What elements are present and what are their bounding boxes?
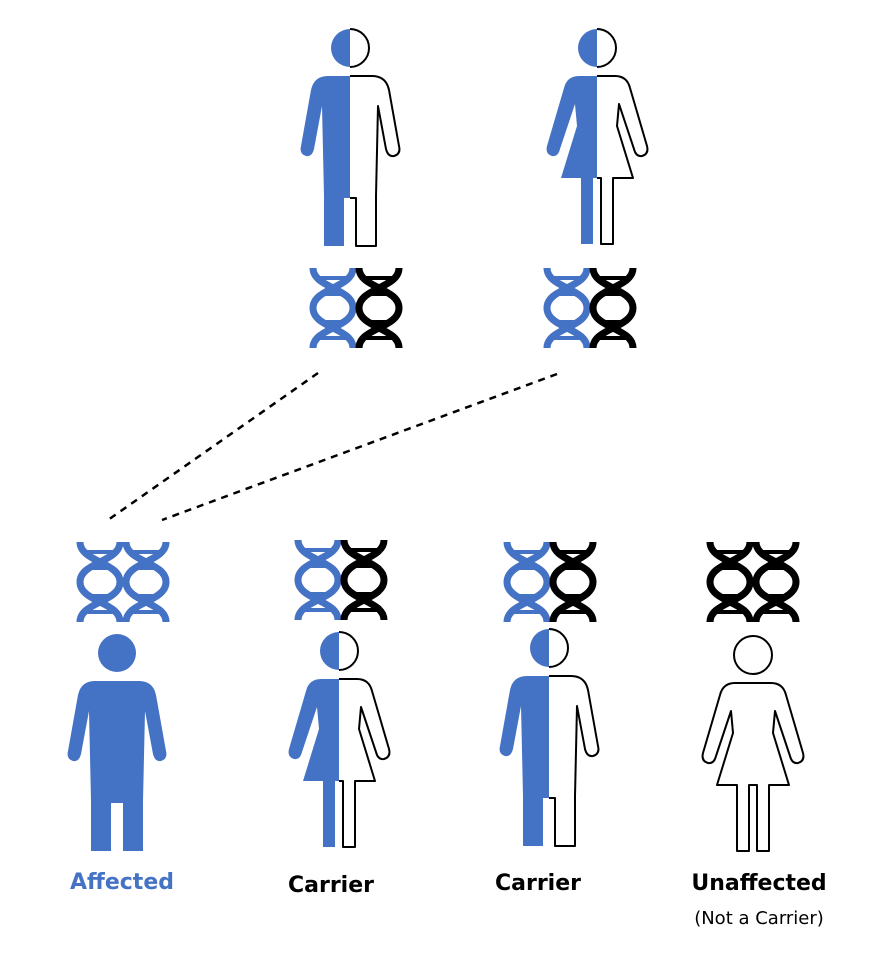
child-4-dna-pair [706,541,800,623]
child-2-status-label: Carrier [287,873,375,898]
mother-figure [546,28,649,245]
child-4-status-label: Unaffected [691,871,827,896]
child-3-status-label: Carrier [494,871,582,896]
father-figure [300,28,401,247]
child-1-affected-male-figure [67,634,167,851]
child-4-unaffected-female-figure [701,635,805,852]
inheritance-line-mother [161,372,558,522]
child-2-dna-pair [294,539,388,621]
child-4-status-sublabel: (Not a Carrier) [694,908,824,929]
inheritance-line-father [107,371,319,522]
child-3-carrier-male-figure [499,628,600,847]
child-2-carrier-female-figure [288,631,391,848]
mother-dna-pair [543,267,637,349]
child-1-status-label: Affected [70,870,174,895]
father-dna-pair [309,267,403,349]
child-3-dna-pair [503,541,597,623]
child-1-dna-pair [76,541,170,623]
